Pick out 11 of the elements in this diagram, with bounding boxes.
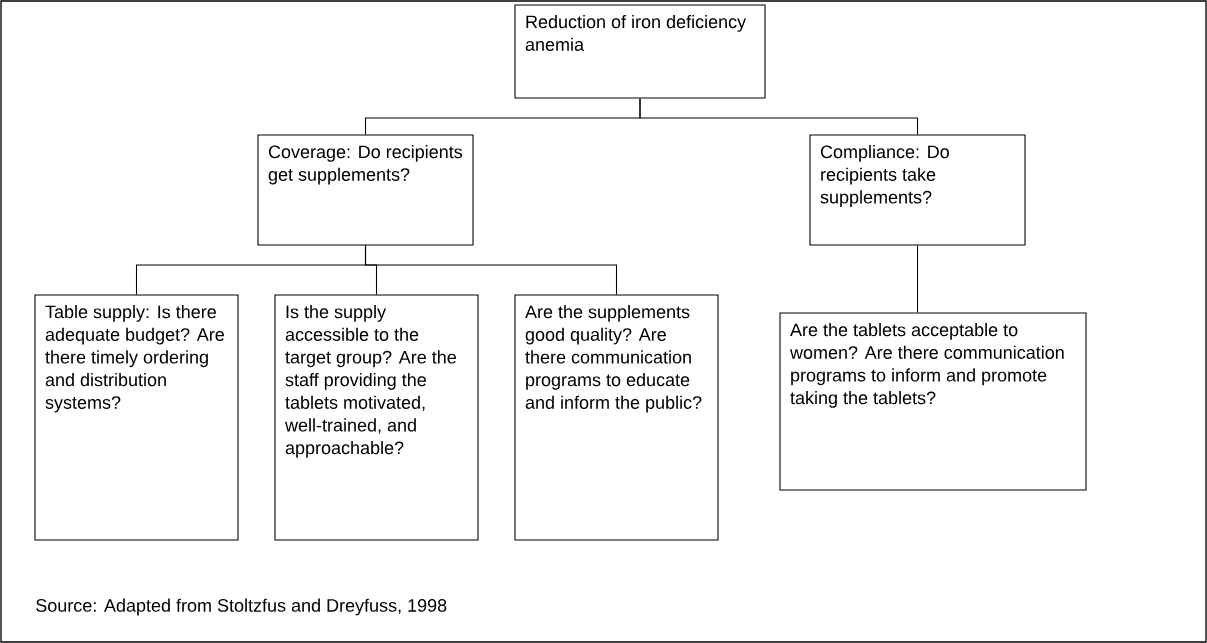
text-box: Coverage: Do recipients get supplements? [257, 134, 474, 246]
connector-line [916, 245, 919, 313]
text-box: Table supply: Is there adequate budget? Are there timely ordering and distribution systems? [34, 294, 239, 541]
caption: Source: Adapted from Stoltzfus and Dreyfuss, 1998 [36, 598, 447, 616]
text-box: Reduction of iron deficiency anemia [514, 4, 766, 99]
text-box: Is the supply accessible to the target group? Are the staff providing the tablets motivated, well-trained, and approachable? [274, 294, 479, 541]
connector-line [364, 245, 618, 295]
text-box: Are the tablets acceptable to women? Are there communication programs to inform and promote taking the tablets? [779, 312, 1087, 491]
text-box: Are the supplements good quality? Are there communication programs to educate and inform the public? [514, 294, 719, 541]
connector-line [639, 98, 919, 135]
text-box: Compliance: Do recipients take supplements? [809, 134, 1026, 246]
